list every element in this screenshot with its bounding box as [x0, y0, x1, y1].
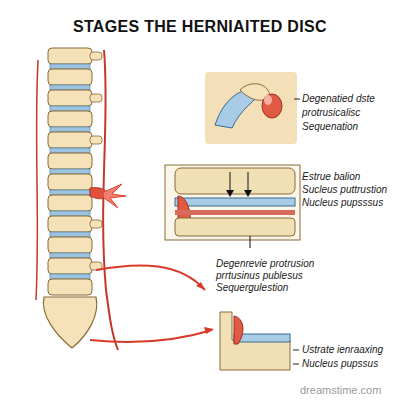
sacrum — [43, 297, 96, 348]
disc — [50, 190, 90, 195]
disc — [50, 85, 90, 90]
vertebra — [48, 111, 92, 127]
dash — [293, 350, 299, 351]
part-label: protrusicalisc — [302, 107, 360, 118]
part-label: Sequenation — [302, 121, 358, 132]
arrow-head — [244, 190, 252, 197]
vertebra-section — [220, 312, 290, 370]
pointer-arrow — [90, 330, 212, 342]
part-label: Sucleus puttrustion — [302, 184, 387, 195]
arrow-head — [204, 327, 214, 334]
vertebra — [48, 279, 92, 295]
pointer-arrow — [96, 265, 205, 290]
disc — [50, 211, 90, 216]
process — [90, 94, 102, 102]
vertebra — [48, 132, 92, 148]
watermark: dreamstime.com — [300, 384, 381, 396]
part-label: prrtusinus publesus — [216, 270, 303, 281]
vertebra — [48, 90, 92, 106]
part-label: Degenatied dste — [302, 93, 375, 104]
part-label: Nucleus pupssus — [302, 358, 378, 369]
process — [90, 220, 102, 228]
vertebra — [48, 237, 92, 253]
arrow-head — [196, 282, 205, 290]
nerve — [36, 60, 38, 300]
leader-line — [250, 236, 251, 248]
vertebra — [48, 69, 92, 85]
disc — [50, 106, 90, 111]
vertebra — [48, 174, 92, 190]
disc — [50, 64, 90, 69]
part-label: Estrue balion — [302, 171, 360, 182]
diagram-title: STAGES THE HERNIAITED DISC — [73, 18, 327, 36]
part-label: Sequergulestion — [216, 282, 288, 293]
vertebra-section — [175, 218, 295, 236]
process — [90, 52, 102, 60]
disc — [50, 274, 90, 279]
part-label: Degenrevie protrusion — [216, 258, 314, 269]
dash — [294, 99, 300, 100]
dash — [293, 364, 299, 365]
arrow-head — [226, 190, 234, 197]
disc — [50, 169, 90, 174]
nucleus — [234, 316, 243, 344]
disc — [50, 127, 90, 132]
vertebra — [48, 216, 92, 232]
inset-panel — [205, 72, 297, 144]
vertebra — [48, 258, 92, 274]
vertebra — [48, 153, 92, 169]
disc — [50, 253, 90, 258]
inset-panel — [165, 165, 300, 240]
nucleus — [262, 94, 282, 118]
vertebra — [48, 195, 92, 211]
nerve-layer — [175, 210, 295, 215]
disc — [50, 232, 90, 237]
part-label: Ustrate ienraaxing — [302, 344, 383, 355]
vertebra — [48, 48, 92, 64]
pain-burst — [104, 184, 126, 208]
nucleus-highlight — [264, 95, 272, 105]
disc — [50, 148, 90, 153]
vertebra-section — [175, 168, 295, 194]
process — [90, 136, 102, 144]
part-label: Nucleus pupsssus — [302, 197, 383, 208]
herniation — [90, 188, 106, 199]
disc-layer — [175, 198, 295, 206]
